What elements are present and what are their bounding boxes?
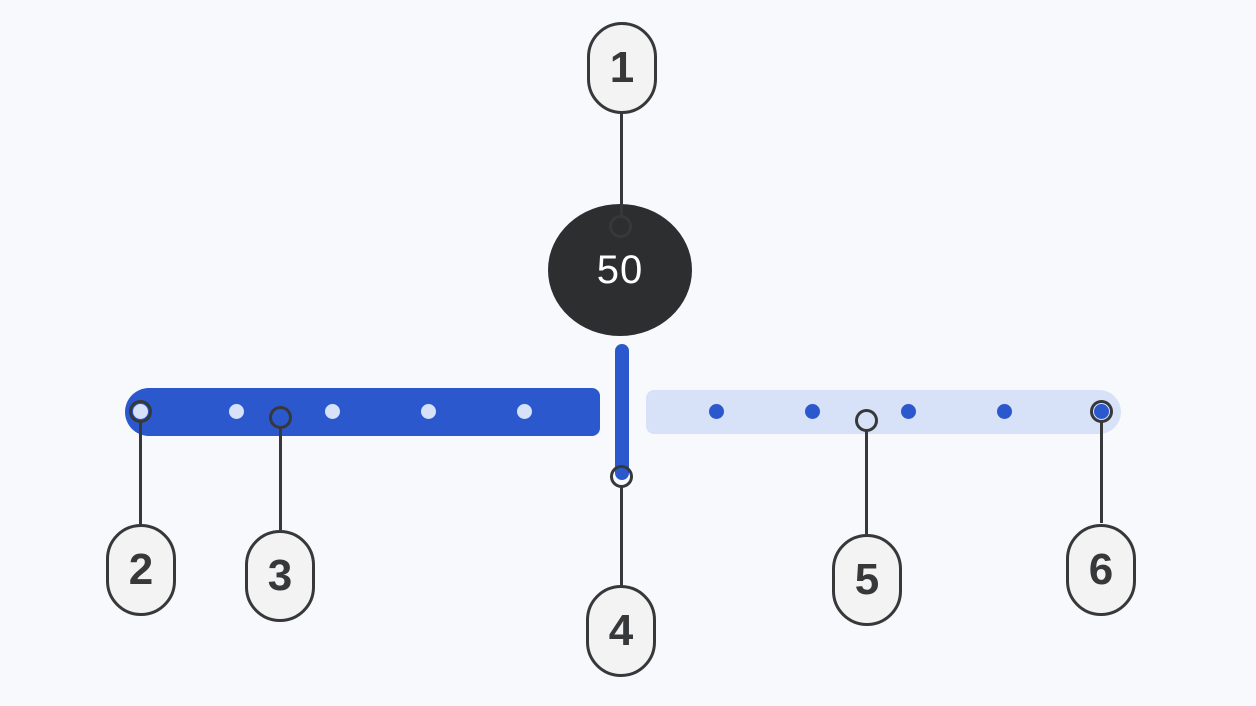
callout-3-endpoint bbox=[269, 406, 292, 429]
callout-6-bubble: 6 bbox=[1066, 524, 1136, 616]
callout-3-line bbox=[279, 427, 282, 530]
callout-5-bubble: 5 bbox=[832, 534, 902, 626]
callout-3-bubble: 3 bbox=[245, 530, 315, 622]
slider-handle[interactable] bbox=[615, 344, 629, 480]
callout-2-bubble: 2 bbox=[106, 524, 176, 616]
callout-3-number: 3 bbox=[267, 551, 293, 600]
callout-6-line bbox=[1100, 422, 1103, 523]
value-label: 50 bbox=[548, 204, 692, 336]
callout-5-line bbox=[865, 430, 868, 534]
callout-6-number: 6 bbox=[1088, 545, 1114, 594]
stop-indicator-dot bbox=[517, 404, 532, 419]
callout-4-line bbox=[620, 486, 623, 586]
callout-2-endpoint bbox=[129, 400, 152, 423]
callout-5-number: 5 bbox=[854, 555, 880, 604]
value-label-text: 50 bbox=[596, 247, 644, 292]
callout-1-bubble: 1 bbox=[587, 22, 657, 114]
callout-1-line bbox=[620, 111, 623, 217]
stop-indicator-dot bbox=[901, 404, 916, 419]
callout-6-endpoint bbox=[1090, 400, 1113, 423]
callout-2-number: 2 bbox=[128, 545, 154, 594]
stop-indicator-dot bbox=[805, 404, 820, 419]
stop-indicator-dot bbox=[709, 404, 724, 419]
callout-4-number: 4 bbox=[608, 606, 634, 655]
callout-4-bubble: 4 bbox=[586, 585, 656, 677]
callout-4-endpoint bbox=[610, 465, 633, 488]
stop-indicator-dot bbox=[325, 404, 340, 419]
stop-indicator-dot bbox=[229, 404, 244, 419]
stop-indicator-dot bbox=[997, 404, 1012, 419]
callout-1-endpoint bbox=[609, 215, 632, 238]
callout-1-number: 1 bbox=[609, 43, 635, 92]
inactive-track[interactable] bbox=[646, 390, 1121, 434]
callout-5-endpoint bbox=[855, 409, 878, 432]
stop-indicator-dot bbox=[421, 404, 436, 419]
callout-2-line bbox=[139, 421, 142, 525]
